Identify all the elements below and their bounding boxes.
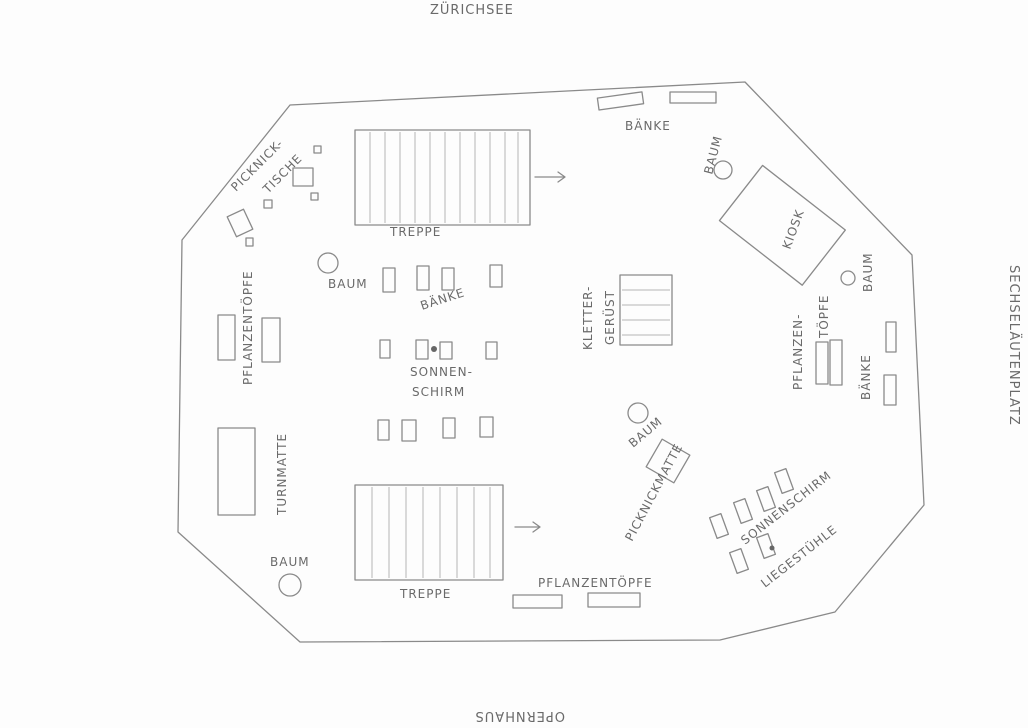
label-pflanzen-left: PFLANZENTÖPFE bbox=[239, 270, 255, 385]
label-pflanzen-right-2: TÖPFE bbox=[815, 295, 831, 340]
label-sechselaeutenplatz: SECHSELÄUTENPLATZ bbox=[1006, 265, 1022, 426]
baenke-right: BÄNKE bbox=[858, 321, 897, 406]
label-kiosk: KIOSK bbox=[780, 207, 807, 251]
pflanzentoepfe-bottom: PFLANZENTÖPFE bbox=[512, 574, 653, 609]
label-kletter-1: KLETTER- bbox=[581, 286, 595, 350]
plaza-outline bbox=[177, 81, 925, 643]
label-pflanzen-bottom: PFLANZENTÖPFE bbox=[538, 574, 653, 590]
label-baum-top-right: BAUM bbox=[701, 134, 725, 176]
label-baenke-right: BÄNKE bbox=[858, 354, 873, 400]
label-sonnenschirm-1: SONNEN- bbox=[410, 365, 473, 379]
liegestuehle: SONNENSCHIRM LIEGESTÜHLE bbox=[708, 467, 840, 591]
label-picknickmatte: PICKNICKMATTE bbox=[622, 441, 685, 543]
turnmatte: TURNMATTE bbox=[217, 427, 289, 516]
label-baenke-top: BÄNKE bbox=[625, 118, 671, 133]
label-opernhaus: OPERNHAUS bbox=[475, 708, 565, 723]
baum-top-right: BAUM bbox=[701, 134, 733, 180]
label-baum-right: BAUM bbox=[861, 252, 875, 292]
treppe-top: TREPPE bbox=[354, 129, 566, 239]
label-turnmatte: TURNMATTE bbox=[275, 433, 289, 516]
label-sonnenschirm-2: SCHIRM bbox=[412, 385, 465, 399]
baenke-top: BÄNKE bbox=[596, 91, 717, 133]
label-kletter-2: GERÜST bbox=[601, 290, 617, 345]
klettergeruest: KLETTER- GERÜST bbox=[581, 274, 673, 350]
picknicktische: PICKNICK- TISCHE bbox=[226, 136, 322, 247]
label-baum-center: BAUM bbox=[328, 277, 368, 291]
treppe-bottom: TREPPE bbox=[354, 484, 541, 601]
label-liegestuehle: LIEGESTÜHLE bbox=[757, 521, 840, 591]
baum-center: BAUM bbox=[317, 252, 368, 291]
label-baum-bottom-left: BAUM bbox=[270, 555, 310, 569]
label-treppe-top: TREPPE bbox=[389, 225, 441, 239]
label-zuerichsee: ZÜRICHSEE bbox=[430, 1, 514, 18]
label-pflanzen-right-1: PFLANZEN- bbox=[791, 314, 805, 390]
label-treppe-bottom: TREPPE bbox=[399, 587, 451, 601]
baenke-center: BÄNKE bbox=[377, 264, 503, 442]
pflanzentoepfe-left: PFLANZENTÖPFE bbox=[217, 270, 281, 385]
pflanzentoepfe-right: PFLANZEN- TÖPFE bbox=[791, 295, 843, 390]
baum-right: BAUM bbox=[840, 252, 875, 292]
kiosk: KIOSK bbox=[718, 164, 846, 286]
sonnenschirm-dot bbox=[431, 346, 437, 352]
baum-bottom-left: BAUM bbox=[270, 555, 310, 597]
picknickmatte: PICKNICKMATTE bbox=[622, 438, 691, 543]
